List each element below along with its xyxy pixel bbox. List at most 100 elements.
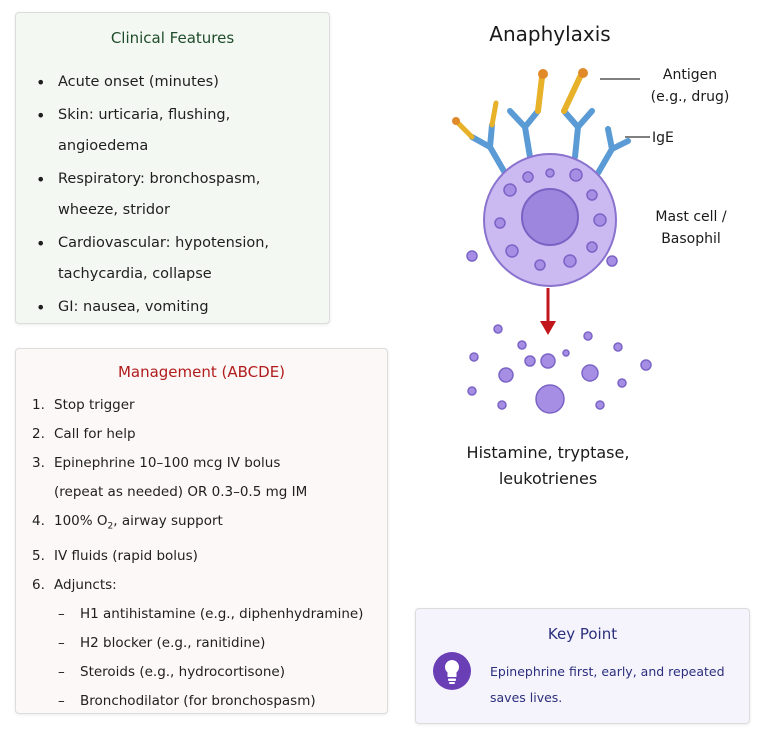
adjunct-text: H2 blocker (e.g., ranitidine) [80,634,266,651]
mediator-granule [497,400,507,410]
adjunct-item: –H1 antihistamine (e.g., diphenhydramine… [32,600,382,629]
adjunct-text: H1 antihistamine (e.g., diphenhydramine) [80,605,364,622]
list-item: Cardiovascular: hypotension, tachycardia… [34,228,324,290]
list-item: Skin: urticaria, flushing, angioedema [34,100,324,162]
list-item: 5. IV fluids (rapid bolus) [32,542,382,571]
granule [503,183,517,197]
step-text: Adjuncts: [54,576,117,593]
mast-cell-nucleus [521,188,579,246]
down-arrow-head [540,321,556,335]
clinical-features-list: Acute onset (minutes) Skin: urticaria, f… [34,67,324,325]
adjunct-text: Steroids (e.g., hydrocortisone) [80,663,285,680]
step-number: 4. [32,513,45,529]
adjunct-text: Bronchodilator (for bronchospasm) [80,692,316,709]
anaphylaxis-diagram [452,68,652,414]
granule [586,189,598,201]
management-steps: 1. Stop trigger 2. Call for help 3. Epineph… [32,391,382,716]
mediator-granule [535,384,565,414]
mast-cell-label-line: Basophil [661,231,721,247]
step-text-after: , airway support [113,513,223,529]
released-granule [606,255,618,267]
clinical-features-card: Clinical Features Acute onset (minutes) … [15,12,330,324]
mediator-granule [581,364,599,382]
step-number: 1. [32,397,45,413]
granule [586,241,598,253]
diagram-title: Anaphylaxis [489,22,611,46]
mediators-label-line: leukotrienes [498,469,598,488]
released-granule [466,250,478,262]
mediator-granule [469,352,479,362]
list-item: Respiratory: bronchospasm, wheeze, strid… [34,164,324,226]
antigen [561,74,583,114]
step-number: 2. [32,426,45,442]
mediator-granule [517,340,527,350]
step-text: IV fluids (rapid bolus) [54,547,198,564]
key-point-card: Key Point Epinephrine first, early, and … [415,608,750,724]
mediator-granule [498,367,514,383]
mediator-granule [583,331,593,341]
ige-antibody [595,126,631,176]
management-card: Management (ABCDE) 1. Stop trigger 2. Call… [15,348,388,714]
mediator-granule [617,378,627,388]
list-item: Acute onset (minutes) [34,67,324,98]
step-text: Stop trigger [54,397,135,413]
mast-cell-label: Mast cell / Basophil [636,206,746,250]
adjunct-item: –H2 blocker (e.g., ranitidine) [32,629,382,658]
antigen-tip [538,69,548,79]
mast-cell-label-line: Mast cell / [655,209,727,225]
step-text: Call for help [54,426,136,442]
step-number: 6. [32,576,45,593]
granule [505,244,519,258]
list-item: 4. 100% O2, airway support [32,507,382,542]
mediator-granule [595,400,605,410]
antigen [535,74,545,114]
list-item: 2. Call for help [32,420,382,449]
granule [569,168,583,182]
granule [545,168,555,178]
granule [593,213,607,227]
antigen-label: Antigen (e.g., drug) [640,64,740,108]
ige-antibody [507,108,541,160]
step-number: 3. [32,455,45,471]
key-point-title: Key Point [547,625,618,643]
mediators-label-line: Histamine, tryptase, [466,443,630,462]
dash-bullet: – [58,663,65,680]
ige-antibody [561,108,595,160]
management-title: Management (ABCDE) [117,363,286,381]
granule [534,259,546,271]
mediators-label: Histamine, tryptase, leukotrienes [448,440,648,492]
step-text-continued: (repeat as needed) OR 0.3–0.5 mg IM [54,484,308,500]
mediator-granule [524,355,536,367]
mediator-cloud [467,324,652,414]
list-item: 3. Epinephrine 10–100 mcg IV bolus (repeat… [32,449,382,507]
adjunct-item: –Steroids (e.g., hydrocortisone) [32,658,382,687]
mediator-granule [493,324,503,334]
clinical-features-title: Clinical Features [110,29,235,47]
step-text: 100% O [54,513,108,529]
antigen [455,100,499,140]
list-item: 6. Adjuncts: [32,571,382,600]
dash-bullet: – [58,634,65,651]
granule [563,254,577,268]
step-text: Epinephrine 10–100 mcg IV bolus [54,455,281,471]
mediator-granule [640,359,652,371]
step-number: 5. [32,547,45,564]
granule [494,217,506,229]
mediator-granule [467,386,477,396]
antigen-label-line: (e.g., drug) [650,89,730,105]
granules [494,168,607,271]
list-item: GI: nausea, vomiting [34,292,324,323]
key-point-text: Epinephrine first, early, and repeated s… [490,664,725,705]
ige-antibody [469,122,508,176]
lightbulb-icon [433,652,471,690]
mediator-granule [562,349,570,357]
antigen-tip [578,68,588,78]
antigen-tip [452,117,460,125]
dash-bullet: – [58,605,65,622]
adjunct-item: –Bronchodilator (for bronchospasm) [32,687,382,716]
ige-antibodies [455,74,631,176]
mediator-granule [540,353,556,369]
antigen-label-line: Antigen [662,67,718,83]
step-text-subscript: 2 [107,521,114,532]
mediator-granule [613,342,623,352]
